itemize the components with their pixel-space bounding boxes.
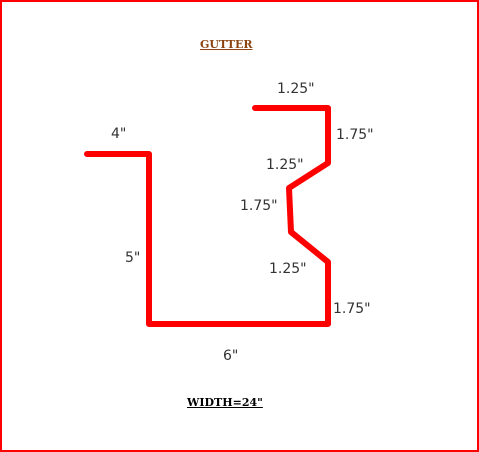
dim-lower-vertical: 1.75": [333, 301, 371, 317]
dim-bottom: 6": [223, 348, 239, 364]
dim-top-flange: 1.25": [277, 81, 315, 97]
dim-back-height: 5": [125, 250, 141, 266]
dim-lower-diagonal: 1.25": [269, 261, 307, 277]
width-label: WIDTH=24": [187, 396, 263, 409]
dim-middle-vertical: 1.75": [240, 198, 278, 214]
dim-back-flange: 4": [111, 126, 127, 142]
gutter-profile-line: [84, 105, 331, 327]
dim-upper-vertical: 1.75": [336, 127, 374, 143]
drawing-title: GUTTER: [200, 38, 253, 51]
dim-upper-diagonal: 1.25": [266, 157, 304, 173]
